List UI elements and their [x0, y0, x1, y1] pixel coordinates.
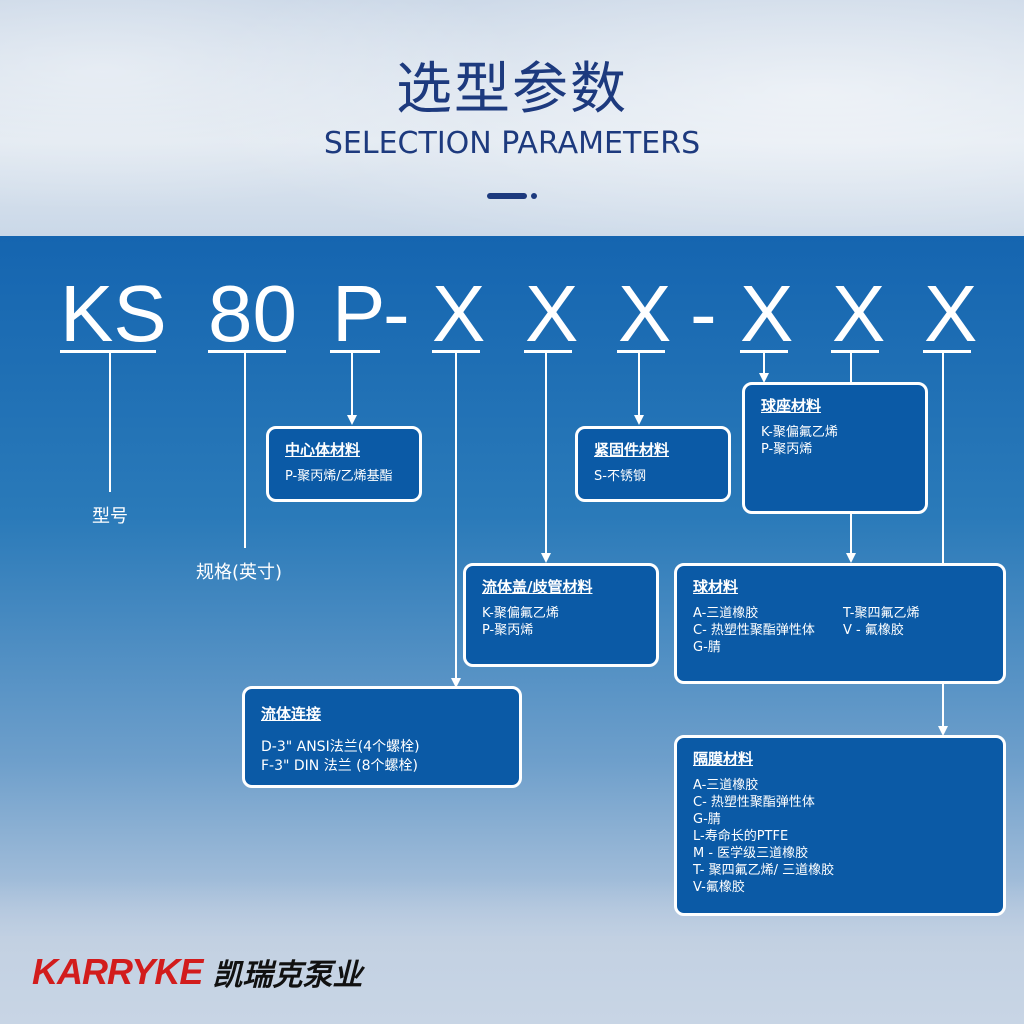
underline-fluid-cap [524, 350, 572, 353]
box-diaphragm: 隔膜材料 A-三道橡胶 C- 热塑性聚酯弹性体 G-腈 L-寿命长的PTFE M… [674, 735, 1006, 916]
underline-fastener [617, 350, 665, 353]
ball-options: A-三道橡胶 C- 热塑性聚酯弹性体 G-腈 T-聚四氟乙烯 V - 氟橡胶 [693, 605, 987, 656]
code-dash-1: - [383, 269, 410, 358]
label-model: 型号 [92, 506, 128, 527]
title-divider-dot [531, 193, 537, 199]
page-subtitle: SELECTION PARAMETERS [323, 126, 701, 161]
list-item: L-寿命长的PTFE [693, 829, 789, 844]
code-fluid-connection: X [432, 269, 486, 358]
underline-size [208, 350, 286, 353]
code-ball-seat: X [740, 269, 794, 358]
ball-options-col-1: A-三道橡胶 C- 热塑性聚酯弹性体 G-腈 [693, 605, 843, 656]
underline-fluid-connection [432, 350, 480, 353]
list-item: P-聚丙烯 [482, 623, 534, 638]
box-title: 隔膜材料 [693, 750, 754, 768]
box-fastener: 紧固件材料 S-不锈钢 [575, 426, 731, 502]
label-size: 规格(英寸) [196, 562, 283, 583]
list-item: T-聚四氟乙烯 [843, 606, 920, 621]
list-item: S-不锈钢 [594, 469, 646, 484]
code-size: 80 [208, 269, 297, 358]
underline-center-body [330, 350, 380, 353]
list-item: G-腈 [693, 812, 721, 827]
code-fastener: X [618, 269, 672, 358]
list-item: A-三道橡胶 [693, 778, 759, 793]
list-item: A-三道橡胶 [693, 606, 759, 621]
list-item: C- 热塑性聚酯弹性体 [693, 623, 815, 638]
logo-chinese-name: 凯瑞克泵业 [212, 958, 363, 993]
underline-diaphragm [923, 350, 971, 353]
underline-series [60, 350, 156, 353]
title-divider [487, 193, 527, 199]
list-item: T- 聚四氟乙烯/ 三道橡胶 [693, 863, 835, 878]
underline-ball-seat [740, 350, 788, 353]
list-item: V - 氟橡胶 [843, 623, 904, 638]
list-item: G-腈 [693, 640, 721, 655]
box-fluid-connection: 流体连接 D-3" ANSI法兰(4个螺栓) F-3" DIN 法兰 (8个螺栓… [242, 686, 522, 788]
box-title: 流体盖/歧管材料 [482, 578, 593, 596]
list-item: V-氟橡胶 [693, 880, 745, 895]
box-title: 中心体材料 [285, 441, 361, 459]
box-title: 球材料 [693, 578, 739, 596]
box-center-body: 中心体材料 P-聚丙烯/乙烯基酯 [266, 426, 422, 502]
underline-ball [831, 350, 879, 353]
box-title: 紧固件材料 [594, 441, 670, 459]
list-item: P-聚丙烯 [761, 442, 813, 457]
page-title: 选型参数 [396, 57, 628, 122]
list-item: M - 医学级三道橡胶 [693, 846, 809, 861]
list-item: P-聚丙烯/乙烯基酯 [285, 469, 393, 484]
ball-options-col-2: T-聚四氟乙烯 V - 氟橡胶 [843, 605, 919, 656]
code-series: KS [60, 269, 167, 358]
list-item: K-聚偏氟乙烯 [761, 425, 838, 440]
box-title: 流体连接 [261, 705, 322, 723]
list-item: C- 热塑性聚酯弹性体 [693, 795, 815, 810]
box-fluid-cap: 流体盖/歧管材料 K-聚偏氟乙烯 P-聚丙烯 [463, 563, 659, 667]
brand-logo: KARRYKE 凯瑞克泵业 [32, 950, 362, 994]
logo-wordmark: KARRYKE [32, 951, 203, 992]
list-item: F-3" DIN 法兰 (8个螺栓) [261, 758, 419, 774]
box-ball: 球材料 A-三道橡胶 C- 热塑性聚酯弹性体 G-腈 T-聚四氟乙烯 V - 氟… [674, 563, 1006, 684]
code-dash-2: - [690, 269, 717, 358]
code-diaphragm: X [924, 269, 978, 358]
box-ball-seat: 球座材料 K-聚偏氟乙烯 P-聚丙烯 [742, 382, 928, 514]
list-item: K-聚偏氟乙烯 [482, 606, 559, 621]
list-item: D-3" ANSI法兰(4个螺栓) [261, 739, 420, 755]
code-fluid-cap: X [525, 269, 579, 358]
code-ball: X [832, 269, 886, 358]
code-center-body: P [332, 269, 386, 358]
box-title: 球座材料 [761, 397, 822, 415]
